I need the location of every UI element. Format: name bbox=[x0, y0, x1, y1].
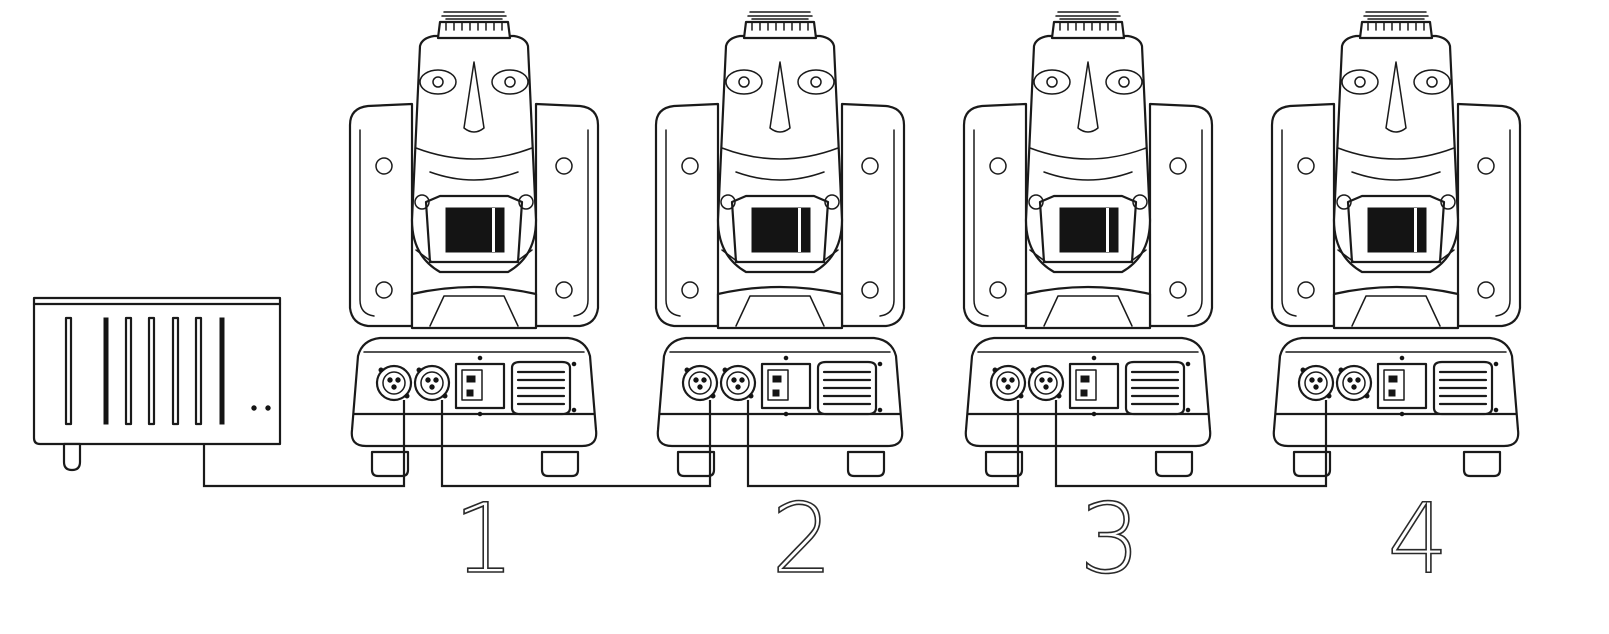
dmx-cables bbox=[202, 400, 1328, 488]
fixture-label-3: 3 bbox=[1079, 483, 1140, 595]
moving-head-fixture-2 bbox=[656, 12, 904, 476]
cable-2-to-3 bbox=[746, 400, 1020, 488]
fixture-label-2: 2 bbox=[771, 483, 832, 595]
cable-controller-to-1 bbox=[202, 400, 406, 488]
fixture-label-1: 1 bbox=[453, 483, 514, 595]
dmx-controller bbox=[32, 296, 282, 472]
moving-head-fixture-3 bbox=[964, 12, 1212, 476]
moving-head-fixture-1 bbox=[350, 12, 598, 476]
cable-1-to-2 bbox=[440, 400, 712, 488]
fixture-label-4: 4 bbox=[1387, 483, 1448, 595]
fixture-labels: 1 2 3 4 bbox=[453, 482, 1450, 596]
cable-3-to-4 bbox=[1054, 400, 1328, 488]
moving-head-fixture-4 bbox=[1272, 12, 1520, 476]
